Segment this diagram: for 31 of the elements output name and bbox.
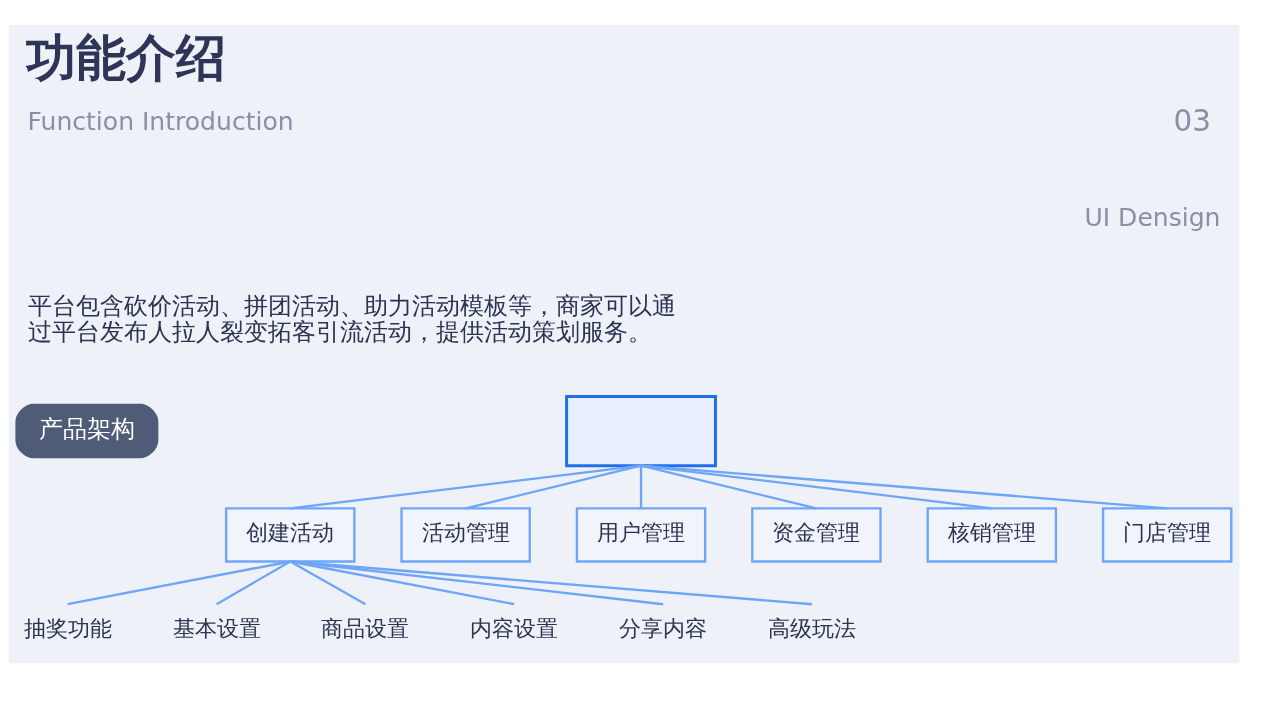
connector xyxy=(289,560,366,606)
node-box: 资金管理 xyxy=(751,507,882,563)
node-text: 商品设置 xyxy=(321,614,410,641)
connector xyxy=(215,560,291,606)
connector xyxy=(290,464,642,510)
label: 03 xyxy=(1173,104,1211,139)
node-text: 基本设置 xyxy=(172,614,261,641)
node-box: 用户管理 xyxy=(575,507,707,563)
connector xyxy=(290,560,515,606)
connector xyxy=(640,464,1168,510)
node-box: 产品架构 xyxy=(15,403,159,459)
node-box xyxy=(565,394,717,468)
node-box: 创建活动 xyxy=(224,507,356,563)
node-text: 高级玩法 xyxy=(768,614,856,641)
connector xyxy=(465,464,642,510)
node-text: 分享内容 xyxy=(619,614,708,641)
node-text: 内容设置 xyxy=(470,614,559,641)
node-box: 活动管理 xyxy=(400,507,531,563)
label: Function Introduction xyxy=(27,106,294,136)
connector xyxy=(67,560,291,606)
connector xyxy=(640,464,992,510)
connector xyxy=(640,464,817,510)
connector xyxy=(290,560,813,606)
label: UI Densign xyxy=(1084,202,1221,232)
node-box: 门店管理 xyxy=(1101,507,1233,563)
connector xyxy=(290,560,664,606)
diagram-title: 功能介绍 xyxy=(26,28,227,88)
connector xyxy=(639,465,643,509)
node-box: 核销管理 xyxy=(926,507,1058,563)
label: 平台包含砍价活动、拼团活动、助力活动模板等，商家可以通过平台发布人拉人裂变拓客引流活动，提供活动策划服务。 xyxy=(27,291,676,347)
node-text: 抽奖功能 xyxy=(23,614,112,641)
